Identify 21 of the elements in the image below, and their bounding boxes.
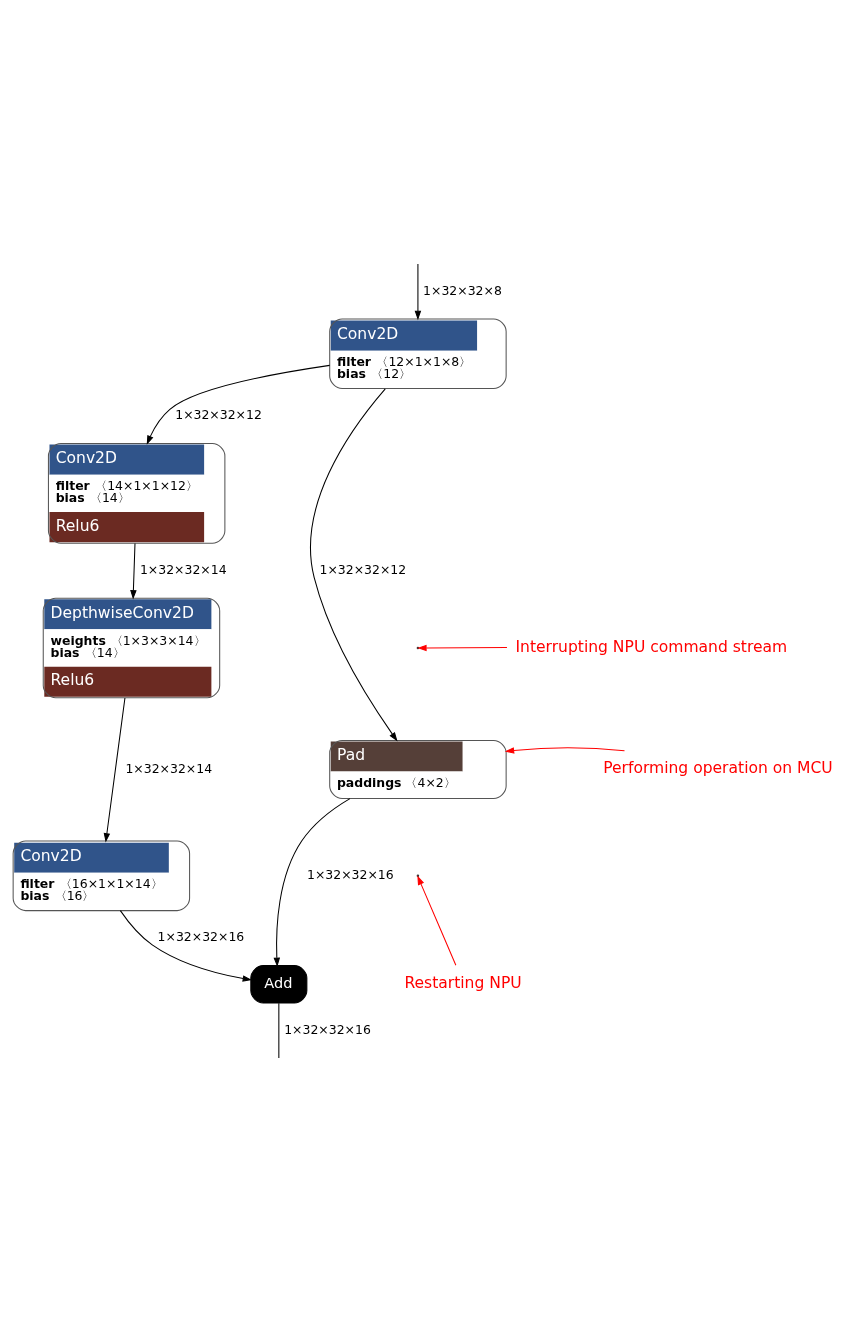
arrow <box>309 388 398 742</box>
edge-label: 1×32×32×8 <box>422 282 502 298</box>
arrow <box>129 543 137 600</box>
edge-label: 1×32×32×12 <box>318 561 406 577</box>
arrow <box>119 910 252 982</box>
edge-label: 1×32×32×16 <box>306 867 394 883</box>
arrow <box>504 747 625 754</box>
node-text: Interrupting NPU command stream <box>514 637 787 656</box>
edge-label: 1×32×32×14 <box>139 561 227 577</box>
edge-label: 1×32×32×12 <box>174 407 262 423</box>
arrow <box>103 697 125 843</box>
arrow <box>273 798 350 967</box>
edge-label: 1×32×32×14 <box>124 760 212 776</box>
connector <box>277 1002 279 1059</box>
node-box: Add <box>249 965 307 1004</box>
node-text: Performing operation on MCU <box>602 759 833 778</box>
node-text: Restarting NPU <box>403 973 522 992</box>
edge-label: 1×32×32×16 <box>283 1021 371 1037</box>
edge-label: 1×32×32×16 <box>157 929 244 945</box>
arrow <box>146 364 330 445</box>
arrow <box>414 263 421 321</box>
